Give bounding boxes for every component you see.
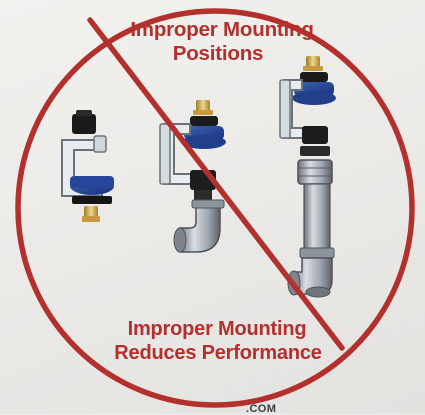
- nozzle-assembly-right: [279, 56, 336, 298]
- footer-url-fragment: .COM: [246, 403, 277, 415]
- nozzle-assembly-left: [61, 110, 114, 222]
- prohibition-slash: [87, 17, 345, 351]
- nozzle-assembly-middle: [159, 100, 226, 253]
- prohibition-circle-ring: [15, 8, 415, 408]
- caption-line-1: Improper Mounting: [127, 318, 307, 340]
- caption-line-2: Reduces Performance: [114, 342, 322, 364]
- title-line-2: Positions: [172, 42, 264, 65]
- title-line-1: Improper Mounting: [130, 18, 314, 41]
